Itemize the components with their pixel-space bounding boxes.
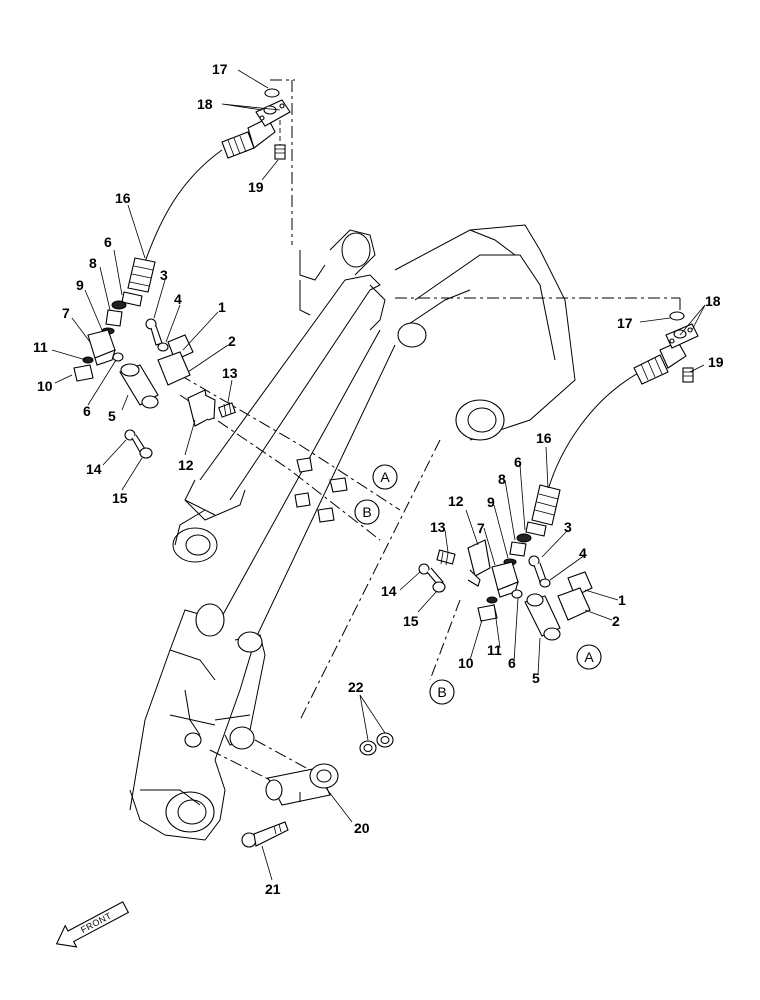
callout-11-left: 11	[33, 339, 48, 355]
bracket-12-right	[467, 539, 491, 587]
callout-8-right: 8	[498, 471, 506, 487]
adapter-8-right	[509, 541, 527, 557]
callout-12-right: 12	[448, 493, 464, 509]
callout-15-left: 15	[112, 490, 128, 506]
plug-10-right	[477, 604, 498, 622]
ref-a-left-label: A	[380, 469, 390, 485]
callout-1-left: 1	[218, 299, 226, 315]
right-hose-assembly	[418, 311, 699, 641]
bolt-21	[241, 821, 289, 848]
ref-b-left-label: B	[362, 504, 371, 520]
callout-14-right: 14	[381, 583, 397, 599]
callout-22: 22	[348, 679, 364, 695]
callout-15-right: 15	[403, 613, 419, 629]
callout-7-right: 7	[477, 520, 485, 536]
callout-14-left: 14	[86, 461, 102, 477]
washer-4-left	[157, 342, 169, 352]
callout-4-left: 4	[174, 291, 182, 307]
split-flange-top-left	[255, 99, 291, 127]
o-ring-6-lower-left	[112, 352, 124, 362]
callout-6-left-bottom: 6	[83, 403, 91, 419]
spacer-22	[359, 732, 394, 756]
washer-4-right	[539, 578, 551, 588]
ref-circle-b-right: B	[429, 679, 455, 705]
hose-fitting-16-left	[127, 257, 156, 293]
ref-circle-a-right: A	[576, 644, 602, 670]
bolt-13-left	[218, 401, 236, 418]
ref-circle-a-left: A	[372, 464, 398, 490]
o-ring-17-right	[669, 311, 685, 321]
adapter-8-left	[105, 309, 123, 327]
valve-1-right	[557, 571, 593, 621]
callout-13-right: 13	[430, 519, 446, 535]
bolt-19-top	[274, 144, 286, 160]
washer-15-right	[432, 581, 446, 593]
ref-a-right-label: A	[584, 649, 594, 665]
callout-labels: 17 18 19 16 6 8 9 7 11 10 6 5 3 4 1 2 13…	[33, 61, 724, 897]
bracket-12-left	[187, 389, 216, 427]
o-ring-6-right	[516, 533, 532, 543]
callout-8-left: 8	[89, 255, 97, 271]
callout-7-left: 7	[62, 305, 70, 321]
ref-circle-b-left: B	[354, 499, 380, 525]
boom-arm-structure	[129, 79, 681, 841]
callout-1-right: 1	[618, 592, 626, 608]
callout-19-right: 19	[708, 354, 724, 370]
valve-5-right	[524, 593, 561, 641]
link-parts	[241, 732, 394, 848]
callout-3-right: 3	[564, 519, 572, 535]
bolt-13-right	[436, 549, 456, 566]
callout-11-right: 11	[487, 642, 502, 658]
leader-lines	[51, 69, 706, 881]
split-flange-top-right	[665, 323, 699, 349]
callout-4-right: 4	[579, 545, 587, 561]
valve-1-left	[157, 334, 194, 386]
front-arrow-icon: FRONT	[55, 901, 130, 948]
callout-12-left: 12	[178, 457, 194, 473]
hose-fitting-top-left	[221, 117, 276, 159]
left-hose-assembly	[73, 88, 291, 459]
callout-19-left: 19	[248, 179, 264, 195]
callout-2-left: 2	[228, 333, 236, 349]
callout-13-left: 13	[222, 365, 238, 381]
ref-b-right-label: B	[437, 684, 446, 700]
callout-6-left-top: 6	[104, 234, 112, 250]
o-ring-6-lower-right	[511, 589, 523, 599]
callout-5-right: 5	[532, 670, 540, 686]
washer-15-left	[139, 447, 153, 459]
callout-18-right: 18	[705, 293, 721, 309]
callout-2-right: 2	[612, 613, 620, 629]
hose-fitting-top-right	[633, 341, 687, 385]
link-20	[265, 763, 339, 806]
o-ring-6-left	[111, 300, 127, 310]
callout-10-right: 10	[458, 655, 474, 671]
plug-10-left	[73, 364, 94, 382]
callout-9-right: 9	[487, 494, 495, 510]
bolt-3-left	[145, 318, 163, 346]
block-7-left	[87, 329, 116, 366]
callout-3-left: 3	[160, 267, 168, 283]
callout-21: 21	[265, 881, 281, 897]
callout-10-left: 10	[37, 378, 53, 394]
callout-20: 20	[354, 820, 370, 836]
hose-fitting-16-right	[531, 484, 561, 526]
callout-6-right-top: 6	[514, 454, 522, 470]
o-ring-17-top	[264, 88, 280, 98]
bolt-19-right	[682, 367, 694, 383]
callout-18-left: 18	[197, 96, 213, 112]
callout-17-right: 17	[617, 315, 633, 331]
callout-9-left: 9	[76, 277, 84, 293]
callout-6-right-bottom: 6	[508, 655, 516, 671]
bolt-3-right	[528, 555, 547, 583]
callout-5-left: 5	[108, 408, 116, 424]
callout-17-left: 17	[212, 61, 228, 77]
valve-5-left	[119, 363, 159, 409]
callout-16-right: 16	[536, 430, 552, 446]
callout-16-left: 16	[115, 190, 131, 206]
